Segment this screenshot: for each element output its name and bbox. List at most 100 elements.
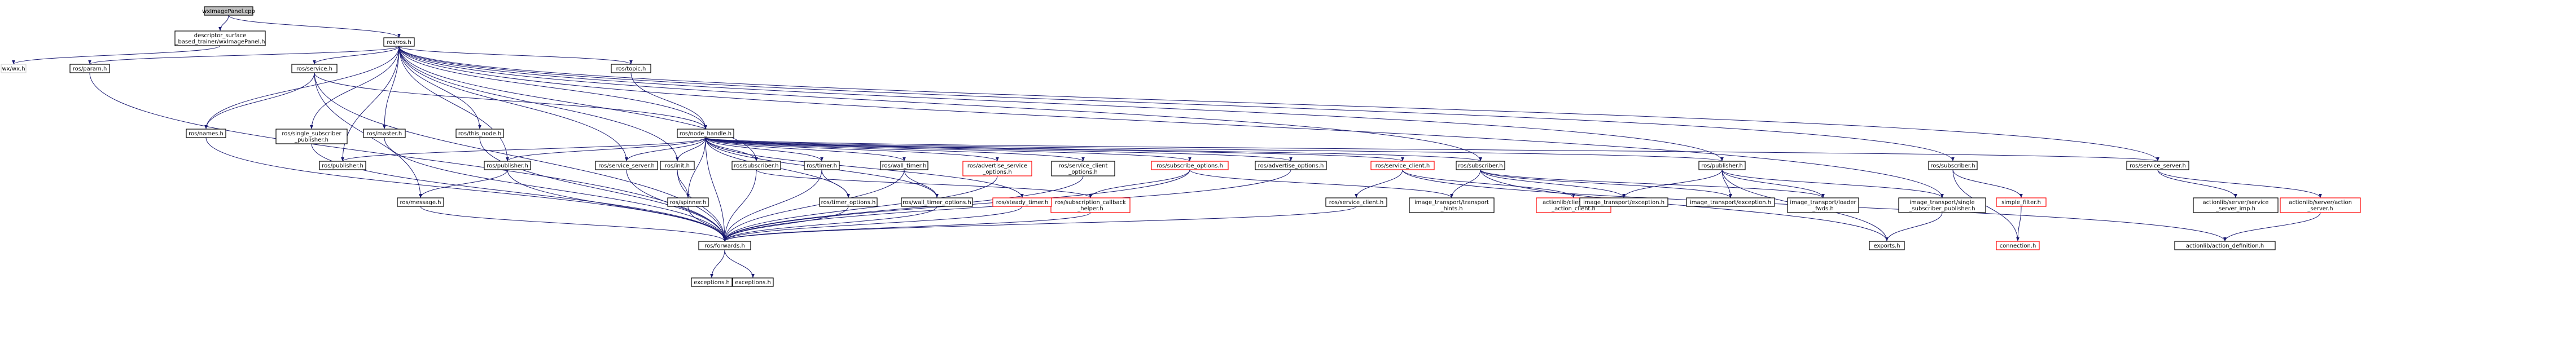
- node-connection[interactable]: connection.h: [1996, 241, 2040, 250]
- node-label: ros/publisher.h: [487, 163, 528, 169]
- edge-forwards-to-exceptions1: [710, 249, 725, 279]
- edge-walltimer-to-forwards: [723, 169, 905, 242]
- node-advservopts[interactable]: ros/advertise_service_options.h: [962, 161, 1032, 176]
- node-subcallback[interactable]: ros/subscription_callback_helper.h: [1050, 197, 1131, 213]
- node-walltimer[interactable]: ros/wall_timer.h: [880, 161, 928, 170]
- node-steadytimer[interactable]: ros/steady_timer.h: [992, 197, 1052, 207]
- node-ittransporthints[interactable]: image_transport/transport_hints.h: [1409, 197, 1495, 213]
- node-label: ros/subscriber.h: [1930, 163, 1975, 169]
- edge-servserver2-to-actservserver: [2157, 169, 2322, 198]
- edge-rospublisher3-to-itexception1: [1622, 169, 1723, 198]
- edge-steadytimer-to-forwards: [723, 206, 1023, 242]
- node-actiondef[interactable]: actionlib/action_definition.h: [2174, 241, 2276, 250]
- node-rosparam[interactable]: ros/param.h: [69, 64, 110, 73]
- node-itexception1[interactable]: image_transport/exception.h: [1579, 197, 1668, 207]
- edge-rosros-to-rospublisher2: [398, 46, 509, 162]
- edge-wximagepanel-to-descriptor: [218, 15, 229, 32]
- node-exceptions1[interactable]: exceptions.h: [691, 277, 733, 287]
- node-label: ros/timer_options.h: [821, 200, 876, 206]
- node-rospublisher3[interactable]: ros/publisher.h: [1698, 161, 1746, 170]
- node-walltimeropts[interactable]: ros/wall_timer_options.h: [901, 197, 973, 207]
- node-servserver2[interactable]: ros/service_server.h: [2126, 161, 2189, 170]
- node-forwards[interactable]: ros/forwards.h: [698, 241, 751, 250]
- edge-rostimer-to-forwards: [723, 169, 822, 242]
- edge-rosros-to-singlesub: [310, 46, 400, 130]
- node-rospublisher1[interactable]: ros/publisher.h: [319, 161, 366, 170]
- edge-rosros-to-servserver2: [398, 46, 2159, 162]
- edge-nodehandle-to-rosspinner: [686, 137, 706, 198]
- edge-subopts-to-subcallback: [1089, 169, 1190, 198]
- node-rostimer[interactable]: ros/timer.h: [804, 161, 840, 170]
- node-label: descriptor_surface: [194, 33, 247, 39]
- node-box: [455, 129, 504, 138]
- edge-rospublisher3-to-itsinglesub: [1721, 169, 1944, 198]
- edge-servclientopts-to-forwards: [723, 175, 1084, 242]
- edge-nodehandle-to-advservopts: [705, 137, 999, 162]
- node-label: ros/this_node.h: [458, 131, 501, 137]
- edge-nodehandle-to-rospublisher1: [341, 137, 706, 162]
- node-label: ros/subscriber.h: [1458, 163, 1502, 169]
- edge-rossubscriber2-to-itloader: [1480, 169, 1825, 198]
- node-rosthisnode[interactable]: ros/this_node.h: [455, 129, 504, 138]
- node-rossubscriber1[interactable]: ros/subscriber.h: [731, 161, 781, 170]
- node-label: ros/service_client.h: [1329, 200, 1383, 206]
- edge-rosros-to-rosservice: [313, 46, 400, 65]
- node-rostopic[interactable]: ros/topic.h: [611, 64, 651, 73]
- edge-rosnames-to-forwards: [205, 137, 726, 242]
- edge-servclient1-to-actionclient: [1402, 169, 1575, 198]
- node-servclient1[interactable]: ros/service_client.h: [1370, 161, 1435, 170]
- node-itsinglesub[interactable]: image_transport/single_subscriber_publis…: [1898, 197, 1986, 213]
- node-exports[interactable]: exports.h: [1869, 241, 1905, 250]
- node-box: [291, 64, 338, 73]
- node-actservserver[interactable]: actionlib/server/action_server.h: [2280, 197, 2361, 213]
- node-rospublisher2[interactable]: ros/publisher.h: [484, 161, 531, 170]
- edge-nodehandle-to-servserver1: [625, 137, 706, 162]
- node-descriptor[interactable]: descriptor_surface_based_trainer/wxImage…: [174, 30, 266, 46]
- node-label: image_transport/exception.h: [1690, 200, 1771, 206]
- node-rosservice[interactable]: ros/service.h: [291, 64, 338, 73]
- node-label: ros/advertise_options.h: [1258, 163, 1324, 169]
- edge-rospublisher2-to-forwards: [507, 169, 726, 242]
- node-label: wx/wx.h: [2, 66, 25, 72]
- node-servclient2[interactable]: ros/service_client.h: [1325, 197, 1387, 207]
- node-label: ros/forwards.h: [704, 243, 745, 249]
- node-advopts[interactable]: ros/advertise_options.h: [1255, 161, 1327, 170]
- node-rosspinner[interactable]: ros/spinner.h: [667, 197, 709, 207]
- node-rossubscriber2[interactable]: ros/subscriber.h: [1456, 161, 1505, 170]
- node-wxwx[interactable]: wx/wx.h: [1, 64, 27, 73]
- node-rossubscriber3[interactable]: ros/subscriber.h: [1928, 161, 1978, 170]
- node-label: ros/ros.h: [387, 39, 411, 46]
- node-servclientopts[interactable]: ros/service_client_options.h: [1051, 161, 1115, 176]
- node-rosinit[interactable]: ros/init.h: [660, 161, 695, 170]
- node-label: ros/single_subscriber: [282, 131, 341, 137]
- node-rosnames[interactable]: ros/names.h: [186, 129, 226, 138]
- node-box: [397, 197, 444, 207]
- node-label: exceptions.h: [735, 280, 771, 286]
- node-exceptions2[interactable]: exceptions.h: [732, 277, 774, 287]
- node-itloader[interactable]: image_transport/loader_fwds.h: [1787, 197, 1859, 213]
- node-rosmaster[interactable]: ros/master.h: [363, 129, 406, 138]
- edge-nodehandle-to-rospublisher2: [506, 137, 706, 162]
- node-label: _options.h: [982, 169, 1011, 175]
- node-box: [174, 30, 266, 46]
- node-servserver1[interactable]: ros/service_server.h: [595, 161, 658, 170]
- node-actservimp[interactable]: actionlib/server/service_server_imp.h: [2193, 197, 2279, 213]
- node-rosmessage[interactable]: ros/message.h: [397, 197, 444, 207]
- node-subopts[interactable]: ros/subscribe_options.h: [1151, 161, 1229, 170]
- node-itexception2[interactable]: image_transport/exception.h: [1686, 197, 1775, 207]
- node-wximagepanel[interactable]: wxImagePanel.cpp: [202, 6, 255, 16]
- node-label: ros/service_server.h: [598, 163, 655, 169]
- node-box: [2174, 241, 2276, 250]
- edge-nodehandle-to-servserver2: [705, 137, 2159, 162]
- node-rosros[interactable]: ros/ros.h: [383, 37, 415, 47]
- edge-rosinit-to-rosspinner: [677, 169, 690, 198]
- node-label: _fwds.h: [1812, 206, 1834, 212]
- node-singlesub[interactable]: ros/single_subscriber_publisher.h: [275, 129, 348, 144]
- node-nodehandle[interactable]: ros/node_handle.h: [677, 129, 734, 138]
- node-simplefilter[interactable]: simple_filter.h: [1996, 197, 2047, 207]
- node-timeropts[interactable]: ros/timer_options.h: [819, 197, 878, 207]
- edge-nodehandle-to-servclient1: [705, 137, 1404, 162]
- node-label: _options.h: [1068, 169, 1097, 175]
- node-box: [2126, 161, 2189, 170]
- edge-servclient1-to-servclient2: [1355, 169, 1403, 198]
